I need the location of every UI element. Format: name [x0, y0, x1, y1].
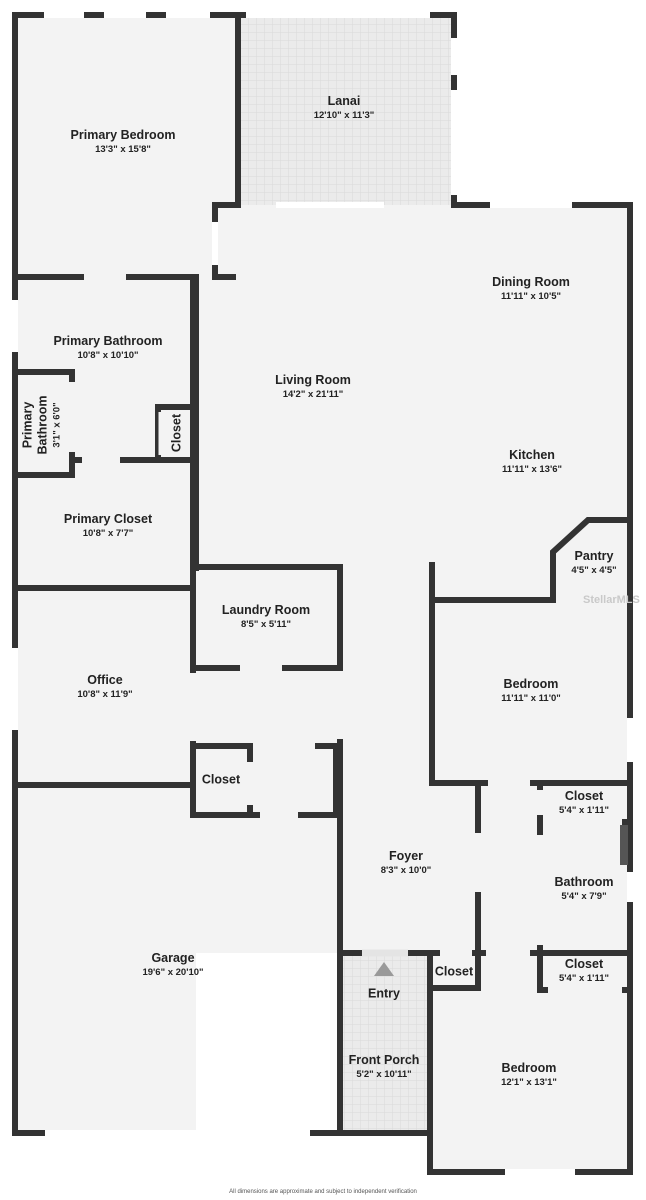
room-kitchen: Kitchen 11'11" x 13'6"	[502, 448, 562, 476]
room-closet-hall: Closet	[202, 773, 240, 788]
room-name: Primary Bedroom	[70, 128, 176, 142]
room-laundry-room: Laundry Room 8'5" x 5'11"	[222, 603, 310, 631]
room-name-line1: Primary	[20, 401, 35, 449]
room-name: Laundry Room	[221, 603, 311, 617]
room-name: Bathroom	[554, 875, 614, 889]
room-name: Kitchen	[509, 448, 555, 462]
room-entry: Entry	[368, 987, 400, 1002]
room-bedroom-2: Bedroom 12'1" x 13'1"	[501, 1061, 557, 1089]
room-name: Bedroom	[501, 1061, 557, 1075]
room-dims: 10'8" x 11'9"	[77, 689, 133, 700]
room-dims: 12'1" x 13'1"	[501, 1077, 557, 1088]
room-dims: 5'2" x 10'11"	[356, 1069, 412, 1080]
floor-areas	[15, 15, 630, 1175]
room-name: Closet	[564, 789, 604, 803]
room-name: Closet	[169, 413, 184, 453]
room-name: Dining Room	[492, 275, 570, 289]
room-dims: 11'11" x 11'0"	[501, 693, 561, 704]
room-dims: 8'5" x 5'11"	[241, 619, 291, 630]
room-dims: 12'10" x 11'3"	[313, 110, 375, 121]
room-name: Closet	[564, 957, 604, 971]
room-dims: 4'5" x 4'5"	[571, 565, 617, 576]
room-name: Primary Bathroom	[53, 334, 163, 348]
room-garage: Garage 19'6" x 20'10"	[142, 951, 203, 979]
room-lanai: Lanai 12'10" x 11'3"	[314, 94, 375, 122]
room-dims: 8'3" x 10'0"	[380, 865, 432, 876]
room-living-room: Living Room 14'2" x 21'11"	[275, 373, 351, 401]
room-dims: 13'3" x 15'8"	[95, 144, 151, 155]
room-primary-bathroom-small: Primary Bathroom 3'1" x 6'0"	[21, 395, 64, 454]
room-name: Closet	[201, 772, 241, 787]
room-name: Living Room	[275, 373, 351, 387]
room-dims: 11'11" x 13'6"	[501, 464, 563, 475]
room-dims: 10'8" x 7'7"	[82, 528, 134, 539]
room-name: Lanai	[327, 94, 361, 108]
shower-hatch	[620, 825, 628, 865]
watermark: StellarMLS	[583, 594, 640, 606]
room-primary-bedroom: Primary Bedroom 13'3" x 15'8"	[71, 128, 176, 156]
room-dims: 3'1" x 6'0"	[51, 402, 63, 448]
windows	[12, 12, 633, 1175]
room-office: Office 10'8" x 11'9"	[77, 673, 132, 701]
room-dims: 19'6" x 20'10"	[142, 967, 204, 978]
room-front-porch: Front Porch 5'2" x 10'11"	[349, 1053, 420, 1081]
room-bedroom-1: Bedroom 11'11" x 11'0"	[501, 677, 561, 705]
room-closet-bedroom-2: Closet 5'4" x 1'11"	[559, 957, 609, 985]
room-dims: 11'11" x 10'5"	[500, 291, 562, 302]
room-dims: 5'4" x 7'9"	[561, 891, 607, 902]
room-foyer: Foyer 8'3" x 10'0"	[381, 849, 432, 877]
room-closet-entry: Closet	[435, 965, 473, 980]
room-name: Pantry	[574, 549, 614, 563]
room-name: Foyer	[388, 849, 424, 863]
room-name-line2: Bathroom	[35, 395, 50, 455]
room-name: Entry	[368, 986, 400, 1001]
room-closet-bath: Closet	[170, 414, 185, 452]
door-openings	[68, 273, 622, 994]
room-dims: 10'8" x 10'10"	[77, 350, 139, 361]
room-dims: 5'4" x 1'11"	[559, 805, 609, 816]
room-dims: 14'2" x 21'11"	[282, 389, 344, 400]
room-bathroom: Bathroom 5'4" x 7'9"	[554, 875, 613, 903]
room-name: Garage	[151, 951, 195, 965]
room-name: Primary Closet	[63, 512, 153, 526]
room-dining-room: Dining Room 11'11" x 10'5"	[492, 275, 570, 303]
room-primary-bathroom: Primary Bathroom 10'8" x 10'10"	[53, 334, 162, 362]
room-name: Office	[87, 673, 123, 687]
entry-arrow-icon	[374, 962, 394, 976]
room-closet-bedroom-1: Closet 5'4" x 1'11"	[559, 789, 609, 817]
room-primary-closet: Primary Closet 10'8" x 7'7"	[64, 512, 152, 540]
room-pantry: Pantry 4'5" x 4'5"	[571, 549, 616, 577]
footer-disclaimer: All dimensions are approximate and subje…	[229, 1189, 417, 1195]
room-name: Front Porch	[348, 1053, 420, 1067]
room-name: Bedroom	[503, 677, 559, 691]
room-dims: 5'4" x 1'11"	[559, 973, 609, 984]
room-name: Closet	[434, 964, 474, 979]
